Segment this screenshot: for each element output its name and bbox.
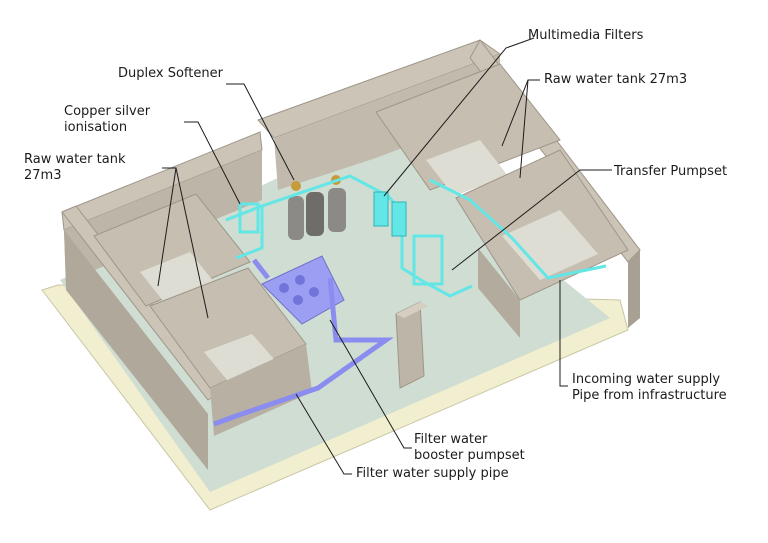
booster-pump-1 [279,283,289,293]
filter-vessel [328,188,346,232]
softener-vessel-2 [306,192,324,236]
leader-incoming-supply [559,280,568,387]
booster-riser [252,258,270,280]
multimedia-filter-unit [373,191,389,227]
label-raw-water-tank-left-line1: Raw water tank [24,152,126,167]
booster-pumpset-skid [261,255,345,325]
label-incoming-supply-line1: Incoming water supply [572,372,721,387]
incoming-supply-pipe [429,178,607,280]
leader-copper-silver [184,121,241,205]
leader-booster [329,319,412,449]
label-multimedia-filters: Multimedia Filters [528,28,644,43]
left-tank-upper [93,193,251,307]
left-tank-front [210,344,312,436]
leader-raw-tank-left-2 [175,167,209,319]
leader-duplex-softener [226,83,295,181]
right-tank-front [478,248,520,338]
multimedia-filter-unit-2 [391,201,407,237]
copper-silver-ionisation-unit [238,202,260,234]
left-wall-face [64,230,208,470]
label-duplex-softener: Duplex Softener [118,66,223,81]
leader-supply-pipe [295,393,352,475]
softener-vessel-1 [288,196,304,240]
leader-transfer-pumpset [451,169,612,271]
label-incoming-supply-line2: Pipe from infrastructure [572,388,727,403]
cyan-pipe-header [261,174,473,298]
right-tank-lower-floor [502,210,598,280]
right-wall-face [628,250,640,328]
front-partition-top [396,302,428,318]
booster-pump-2 [295,275,305,285]
label-booster-line1: Filter water [414,432,488,447]
label-booster-line2: booster pumpset [414,448,525,463]
label-copper-silver-line2: ionisation [64,120,128,135]
cyan-pipe-main [225,203,264,260]
right-tank-upper [375,63,561,191]
filter-water-supply-pipe [213,277,394,427]
booster-pump-4 [309,287,319,297]
label-filter-water-supply-pipe: Filter water supply pipe [356,466,509,481]
left-tank-upper-floor [140,252,214,302]
valve-head-1 [291,181,301,191]
label-copper-silver-line1: Copper silver [64,104,151,119]
booster-pump-3 [293,295,303,305]
label-raw-water-tank-right: Raw water tank 27m3 [544,72,688,87]
leader-lines [157,37,612,475]
leader-raw-tank-right-2 [519,79,529,179]
label-transfer-pumpset: Transfer Pumpset [614,164,728,179]
right-tank-upper-floor [426,140,508,196]
transfer-pumpset-unit [412,234,444,286]
label-raw-water-tank-left-line2: 27m3 [24,168,62,183]
leader-multimedia-filters [383,37,535,197]
